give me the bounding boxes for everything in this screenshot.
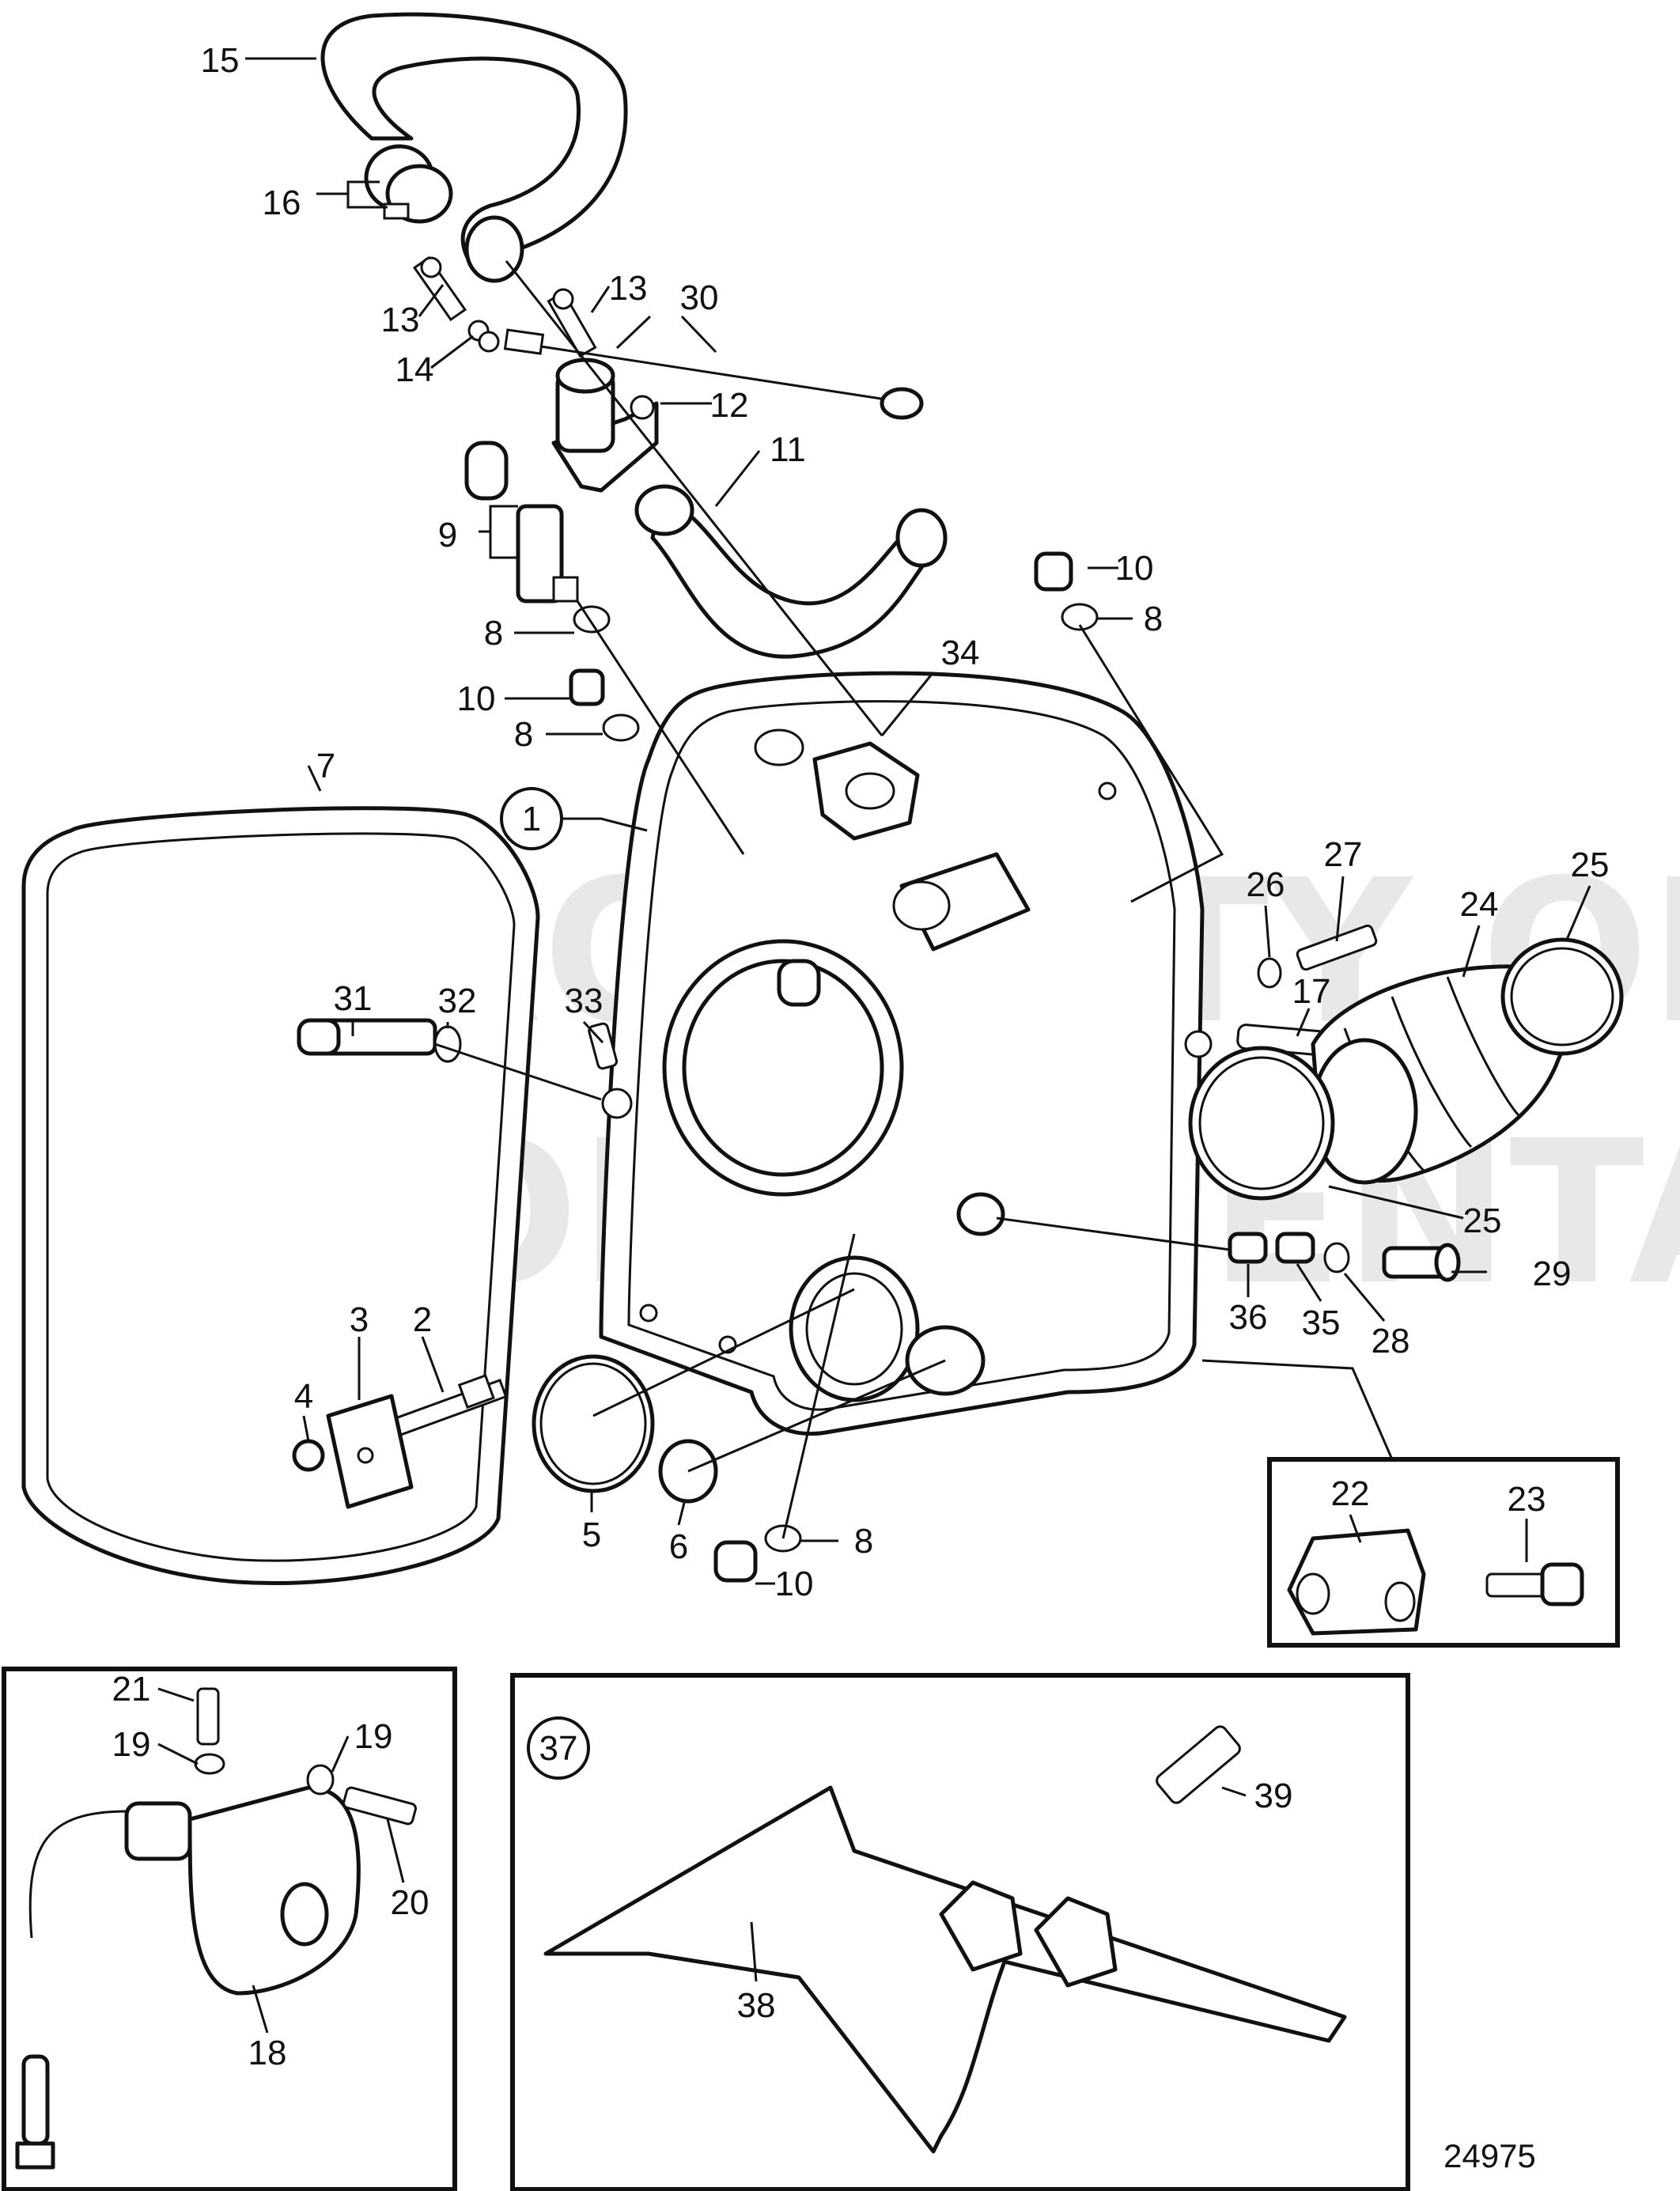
gasket-7 xyxy=(21,806,540,1586)
callout-c28: 28 xyxy=(1372,1322,1410,1360)
callout-c16: 16 xyxy=(263,184,301,222)
callout-c7: 7 xyxy=(316,747,335,785)
callout-c35: 35 xyxy=(1302,1304,1341,1342)
callout-c5: 5 xyxy=(582,1516,601,1554)
callout-c30: 30 xyxy=(680,278,719,317)
leader-lines xyxy=(157,57,1591,2034)
callout-c8a: 8 xyxy=(484,614,503,653)
connector-12 xyxy=(551,358,659,493)
clamp-16 xyxy=(364,144,453,224)
callout-c24: 24 xyxy=(1460,885,1499,924)
clamp-25-lower xyxy=(1188,1046,1335,1201)
hose-15 xyxy=(320,12,628,283)
hose-11 xyxy=(634,484,948,659)
callout-c19a: 19 xyxy=(112,1725,151,1764)
callout-c32: 32 xyxy=(438,982,477,1020)
o-ring-28 xyxy=(1323,1242,1350,1273)
callout-c18: 18 xyxy=(248,2034,287,2072)
inset-sensor xyxy=(2,1667,457,2191)
plug-10-upper-left xyxy=(569,668,640,742)
callout-c4: 4 xyxy=(294,1377,313,1416)
callout-c13a: 13 xyxy=(381,301,420,339)
bushing-35 xyxy=(1275,1232,1315,1264)
callout-c36: 36 xyxy=(1229,1298,1268,1337)
bolt-31 xyxy=(297,1018,437,1056)
figure-number: 24975 xyxy=(1444,2137,1536,2174)
washer-26 xyxy=(1257,957,1282,989)
plug-10-upper-right xyxy=(1034,551,1099,631)
inset-plate xyxy=(510,1673,1410,2191)
callout-c11: 11 xyxy=(770,430,806,469)
callout-c10a: 10 xyxy=(457,679,496,718)
callout-c15: 15 xyxy=(201,41,240,80)
bellows-24 xyxy=(1311,964,1568,1185)
callout-c8c: 8 xyxy=(1144,600,1163,638)
callout-c22: 22 xyxy=(1331,1474,1370,1513)
callout-c38: 38 xyxy=(737,1986,776,2025)
o-ring-5 xyxy=(532,1354,655,1493)
callout-c10b: 10 xyxy=(1115,549,1154,588)
stud-2 xyxy=(387,1374,508,1439)
nut-4 xyxy=(292,1439,325,1472)
bolt-13-right xyxy=(547,288,597,358)
callout-c2: 2 xyxy=(413,1300,432,1339)
callout-c29: 29 xyxy=(1533,1254,1572,1293)
callout-c14: 14 xyxy=(395,350,434,389)
callout-c39: 39 xyxy=(1254,1777,1293,1815)
callout-c27: 27 xyxy=(1324,835,1363,874)
callout-c8d: 8 xyxy=(854,1522,873,1561)
callout-c33: 33 xyxy=(565,982,604,1020)
inset-bracket xyxy=(1267,1457,1620,1648)
sensor-9 xyxy=(464,441,579,604)
callout-c37: 37 xyxy=(539,1729,578,1768)
o-ring-32 xyxy=(433,1025,462,1063)
ref-circle-37 xyxy=(527,1716,590,1780)
callout-c10c: 10 xyxy=(775,1565,814,1603)
callout-c1: 1 xyxy=(522,800,541,838)
cable-30 xyxy=(503,328,924,420)
plug-29 xyxy=(1382,1243,1461,1282)
callout-c25a: 25 xyxy=(1571,846,1610,884)
callout-c31: 31 xyxy=(334,979,373,1018)
washer-8-sensor xyxy=(573,605,611,634)
callout-c21: 21 xyxy=(112,1670,151,1709)
callout-c9: 9 xyxy=(438,516,457,554)
callout-c25b: 25 xyxy=(1463,1201,1502,1240)
plate-3 xyxy=(326,1394,414,1509)
callout-c34: 34 xyxy=(941,634,980,672)
housing-1 xyxy=(599,671,1213,1436)
washer-14 xyxy=(467,320,500,353)
callout-c6: 6 xyxy=(669,1527,688,1566)
plug-10-lower xyxy=(713,1524,802,1583)
callout-c23: 23 xyxy=(1508,1480,1546,1519)
callout-c13b: 13 xyxy=(609,269,648,308)
callout-c8b: 8 xyxy=(514,715,533,754)
callout-c26: 26 xyxy=(1247,865,1285,904)
callout-c12: 12 xyxy=(710,386,749,425)
callout-c17: 17 xyxy=(1292,972,1331,1011)
ref-circle-1 xyxy=(500,787,563,850)
callout-c20: 20 xyxy=(391,1883,429,1922)
bushing-36 xyxy=(1228,1232,1268,1264)
clamp-25-upper xyxy=(1500,937,1624,1056)
callout-c19b: 19 xyxy=(354,1717,393,1756)
bolt-27 xyxy=(1296,924,1378,971)
callout-c3: 3 xyxy=(350,1300,369,1339)
